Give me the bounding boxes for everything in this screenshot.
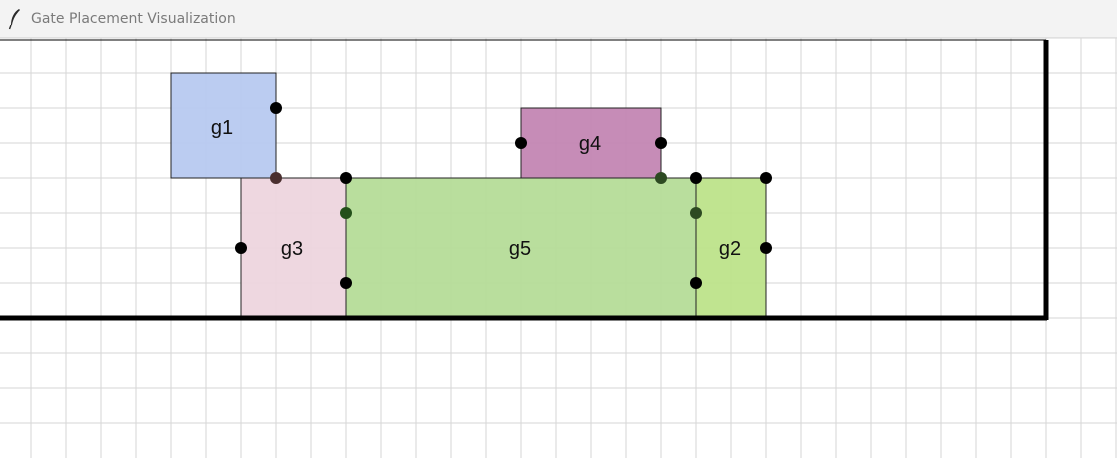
gate-g3[interactable]: g3 [240, 177, 347, 319]
pin-g2-top-right[interactable] [760, 172, 772, 184]
placement-canvas-svg: g1 g3 g4 g5 g2 [0, 38, 1117, 458]
gate-g2-label: g2 [719, 238, 741, 260]
gate-g2-body [695, 177, 767, 319]
pin-markers [235, 102, 772, 289]
pin-g1-right[interactable] [270, 102, 282, 114]
pin-g3-top-right[interactable] [340, 172, 352, 184]
gate-g4-label: g4 [579, 133, 601, 155]
pin-g1-bottom[interactable] [270, 172, 282, 184]
gate-g1[interactable]: g1 [170, 72, 277, 179]
gate-g1-body [170, 72, 277, 179]
pin-g4-left[interactable] [515, 137, 527, 149]
gate-g5[interactable]: g5 [345, 177, 697, 319]
pin-g4-bottom-right[interactable] [655, 172, 667, 184]
gate-g1-label: g1 [211, 117, 233, 139]
pin-g5-top-right[interactable] [690, 172, 702, 184]
gate-g4-body [520, 107, 662, 179]
pin-g5-right-mid[interactable] [690, 207, 702, 219]
placement-boundary [0, 39, 1049, 321]
window-title: Gate Placement Visualization [31, 11, 236, 27]
pin-g3-left[interactable] [235, 242, 247, 254]
gate-g3-label: g3 [281, 238, 303, 260]
pin-g4-right[interactable] [655, 137, 667, 149]
gate-g2[interactable]: g2 [695, 177, 767, 319]
pin-g3-bottom-right[interactable] [340, 277, 352, 289]
gate-g5-label: g5 [509, 238, 531, 260]
pin-g5-bottom-right[interactable] [690, 277, 702, 289]
gate-g4[interactable]: g4 [520, 107, 662, 179]
feather-icon [8, 9, 20, 30]
window-titlebar: Gate Placement Visualization [0, 0, 1117, 38]
placement-canvas[interactable]: g1 g3 g4 g5 g2 [0, 38, 1117, 458]
pin-g5-left-mid[interactable] [340, 207, 352, 219]
pin-g2-right[interactable] [760, 242, 772, 254]
